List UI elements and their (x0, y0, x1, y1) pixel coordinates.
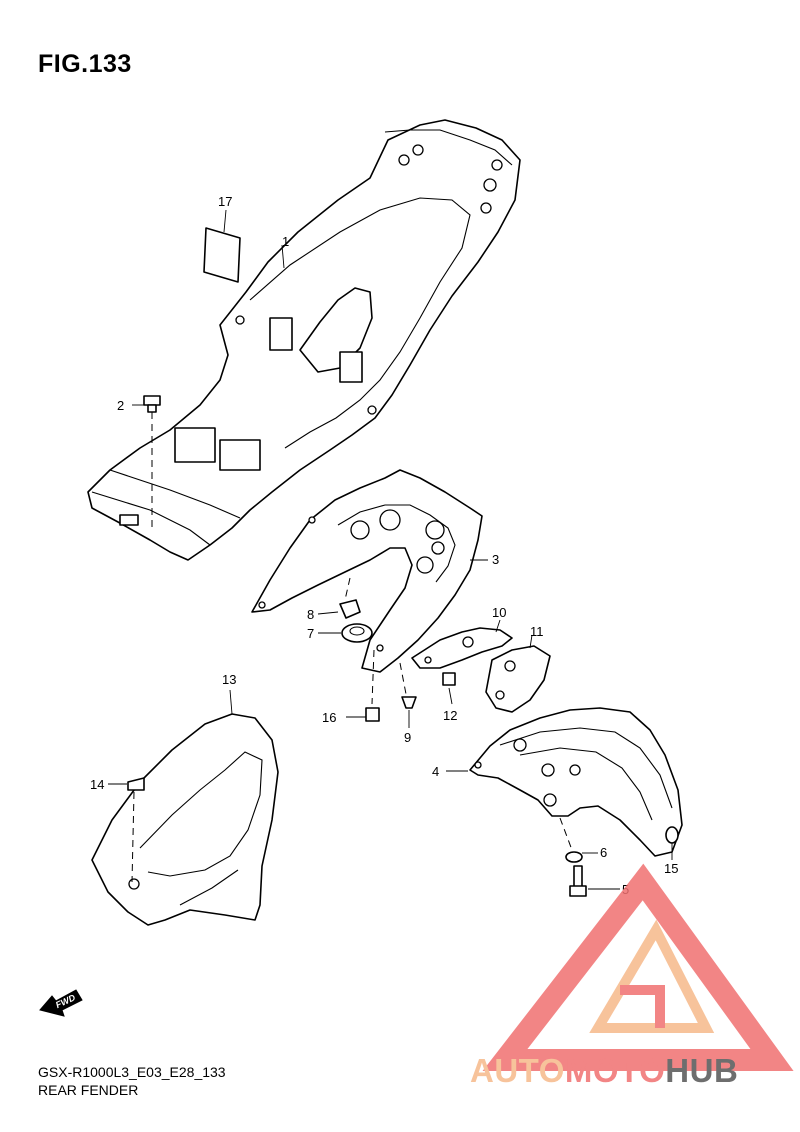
part-7-grommet (318, 623, 373, 643)
part-3-fender-bracket (251, 469, 488, 673)
callout-7: 7 (307, 626, 314, 641)
part-10-bracket (411, 619, 513, 669)
part-8-collar (317, 599, 361, 619)
callout-15: 15 (664, 861, 678, 876)
part-14-bolt (108, 777, 145, 883)
fwd-arrow-icon: FWD (39, 989, 83, 1017)
part-13-front-fender (91, 689, 279, 926)
part-17-label (203, 209, 241, 283)
part-9-clip (399, 662, 417, 728)
part-16-nut (346, 649, 380, 722)
part-11-license-bracket (485, 634, 551, 713)
callout-10: 10 (492, 605, 506, 620)
logo-text-moto: MOTO (565, 1052, 665, 1089)
callout-12: 12 (443, 708, 457, 723)
callout-4: 4 (432, 764, 439, 779)
logo-text-hub: HUB (665, 1052, 738, 1089)
figure-title: FIG.133 (38, 50, 132, 78)
callout-8: 8 (307, 607, 314, 622)
part-4-mudguard (446, 707, 683, 857)
part-1-rear-fender (87, 119, 521, 561)
model-code: GSX-R1000L3_E03_E28_133 (38, 1064, 226, 1080)
callout-6: 6 (600, 845, 607, 860)
automotohub-logo: AUTOMOTOHUB (470, 863, 794, 1089)
callout-3: 3 (492, 552, 499, 567)
callout-17: 17 (218, 194, 232, 209)
callout-1: 1 (282, 234, 289, 249)
part-6-washer (565, 851, 598, 863)
figure-caption: GSX-R1000L3_E03_E28_133 REAR FENDER (38, 1063, 226, 1099)
logo-text: AUTOMOTOHUB (470, 1052, 738, 1089)
callout-9: 9 (404, 730, 411, 745)
callout-14: 14 (90, 777, 104, 792)
callout-16: 16 (322, 710, 336, 725)
callout-11: 11 (530, 624, 544, 639)
part-15-reflector (665, 826, 679, 860)
section-name: REAR FENDER (38, 1082, 139, 1098)
logo-text-auto: AUTO (470, 1052, 565, 1089)
part-2-bolt (132, 395, 161, 530)
part-12-screw (442, 672, 456, 705)
callout-13: 13 (222, 672, 236, 687)
part-5-bolt (569, 865, 620, 897)
callout-2: 2 (117, 398, 124, 413)
